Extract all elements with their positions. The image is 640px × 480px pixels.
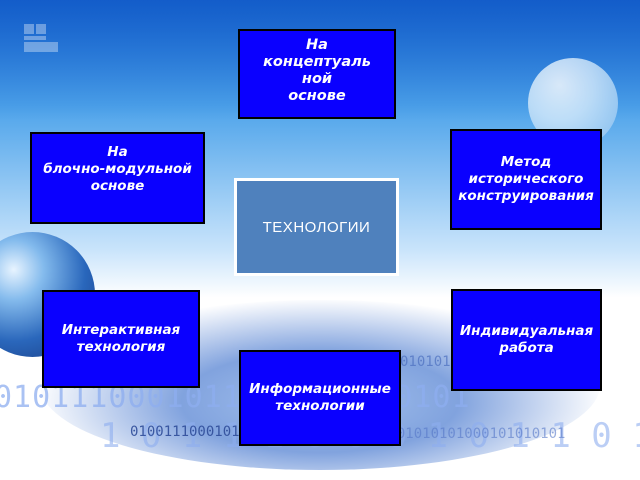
background-binary-text: 0101011 bbox=[400, 354, 460, 370]
background-logo-icon bbox=[24, 24, 58, 52]
box-label: Интерактивная технология bbox=[61, 322, 181, 355]
background-binary-text: 0101010101000101010101 bbox=[380, 426, 566, 442]
box-label: Индивидуальная работа bbox=[459, 323, 594, 356]
center-label: ТЕХНОЛОГИИ bbox=[262, 218, 371, 236]
box-label: На концептуаль ной основе bbox=[263, 37, 371, 104]
box-interactive-technology: Интерактивная технология bbox=[42, 290, 200, 388]
box-block-modular-basis: На блочно-модульной основе bbox=[30, 132, 205, 224]
center-technologies-box: ТЕХНОЛОГИИ bbox=[234, 178, 399, 276]
box-label: Метод исторического конструирования bbox=[458, 154, 594, 204]
box-conceptual-basis: На концептуаль ной основе bbox=[238, 29, 396, 119]
box-individual-work: Индивидуальная работа bbox=[451, 289, 602, 391]
box-label: На блочно-модульной основе bbox=[43, 144, 192, 194]
box-information-technologies: Информационные технологии bbox=[239, 350, 401, 446]
box-label: Информационные технологии bbox=[249, 381, 391, 414]
box-historical-construction-method: Метод исторического конструирования bbox=[450, 129, 602, 230]
